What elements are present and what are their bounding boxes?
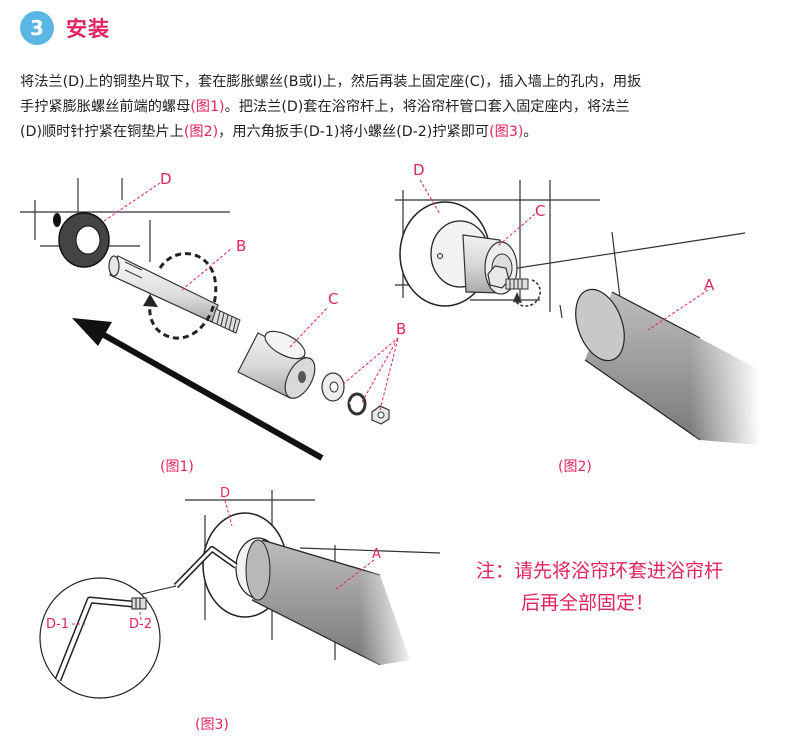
fixing-seat-c (237, 330, 316, 399)
nut-bolt-2 (487, 265, 541, 307)
label-a-2: A (704, 276, 715, 294)
note-line-2: 后再全部固定！ (521, 592, 655, 614)
rotation-indicator (143, 252, 218, 340)
installation-note: 注：请先将浴帘环套进浴帘杆 后再全部固定！ (476, 555, 723, 619)
insert-direction-arrow (72, 318, 324, 461)
label-a-3: A (372, 547, 381, 562)
label-d-2: D (413, 161, 425, 179)
label-b: B (236, 237, 246, 255)
spring-washer (347, 392, 367, 416)
curtain-rod-a (575, 288, 760, 450)
zoom-detail-circle (39, 577, 177, 699)
figure-1-caption: (图1) (160, 459, 194, 475)
instruction-text: 。 (523, 124, 538, 140)
flat-washer (321, 372, 345, 402)
figure-1: D B C B (20, 170, 406, 461)
instruction-text: ，用六角扳手(D-1)将小螺丝(D-2)拧紧即可 (218, 124, 490, 140)
washer-d (58, 212, 110, 268)
curtain-rod-a-3 (245, 539, 415, 670)
note-line-1: 注：请先将浴帘环套进浴帘杆 (476, 560, 724, 582)
label-d-3: D (220, 486, 230, 501)
instruction-text: 将法兰(D)上的铜垫片取下，套在膨胀螺丝(B或I)上，然后再装上固定座(C)，插… (20, 74, 642, 90)
hex-key-in-use (173, 546, 238, 589)
wall-grid (20, 178, 230, 262)
callout-lines (103, 182, 399, 411)
instructions-text: 将法兰(D)上的铜垫片取下，套在膨胀螺丝(B或I)上，然后再装上固定座(C)，插… (20, 70, 775, 145)
figure-ref-2: (图2) (183, 124, 219, 140)
instruction-text: 手拧紧膨胀螺丝前端的螺母 (20, 99, 191, 115)
instruction-line-1: 将法兰(D)上的铜垫片取下，套在膨胀螺丝(B或I)上，然后再装上固定座(C)，插… (20, 70, 775, 95)
expansion-bolt-b (108, 255, 241, 334)
step-number-badge: 3 (20, 11, 54, 45)
step-title: 安装 (66, 17, 110, 41)
step-header: 3 安装 (20, 8, 110, 48)
label-d1: D-1 (46, 617, 69, 632)
label-c-2: C (535, 202, 545, 220)
callout-lines-3 (72, 499, 375, 625)
label-d: D (160, 170, 172, 188)
label-b-hardware: B (396, 320, 406, 338)
figure-2: D C A (395, 161, 760, 450)
instruction-line-3: (D)顺时针拧紧在铜垫片上(图2)，用六角扳手(D-1)将小螺丝(D-2)拧紧即… (20, 120, 775, 145)
figure-3-caption: (图3) (195, 717, 229, 733)
figure-3: D A D-1 D-2 (39, 486, 441, 699)
figure-ref-1: (图1) (190, 99, 225, 115)
hex-nut (371, 405, 390, 425)
callout-lines-2 (419, 179, 709, 331)
instruction-line-2: 手拧紧膨胀螺丝前端的螺母(图1)。把法兰(D)套在浴帘杆上，将浴帘杆管口套入固定… (20, 95, 775, 120)
figure-ref-3: (图3) (489, 124, 524, 140)
label-d2: D-2 (129, 617, 152, 632)
figure-2-caption: (图2) (558, 459, 592, 475)
label-c: C (328, 290, 338, 308)
wall-hole (53, 213, 61, 227)
instruction-text: (D)顺时针拧紧在铜垫片上 (20, 124, 184, 140)
instruction-text: 。把法兰(D)套在浴帘杆上，将浴帘杆管口套入固定座内，将法兰 (224, 99, 630, 115)
